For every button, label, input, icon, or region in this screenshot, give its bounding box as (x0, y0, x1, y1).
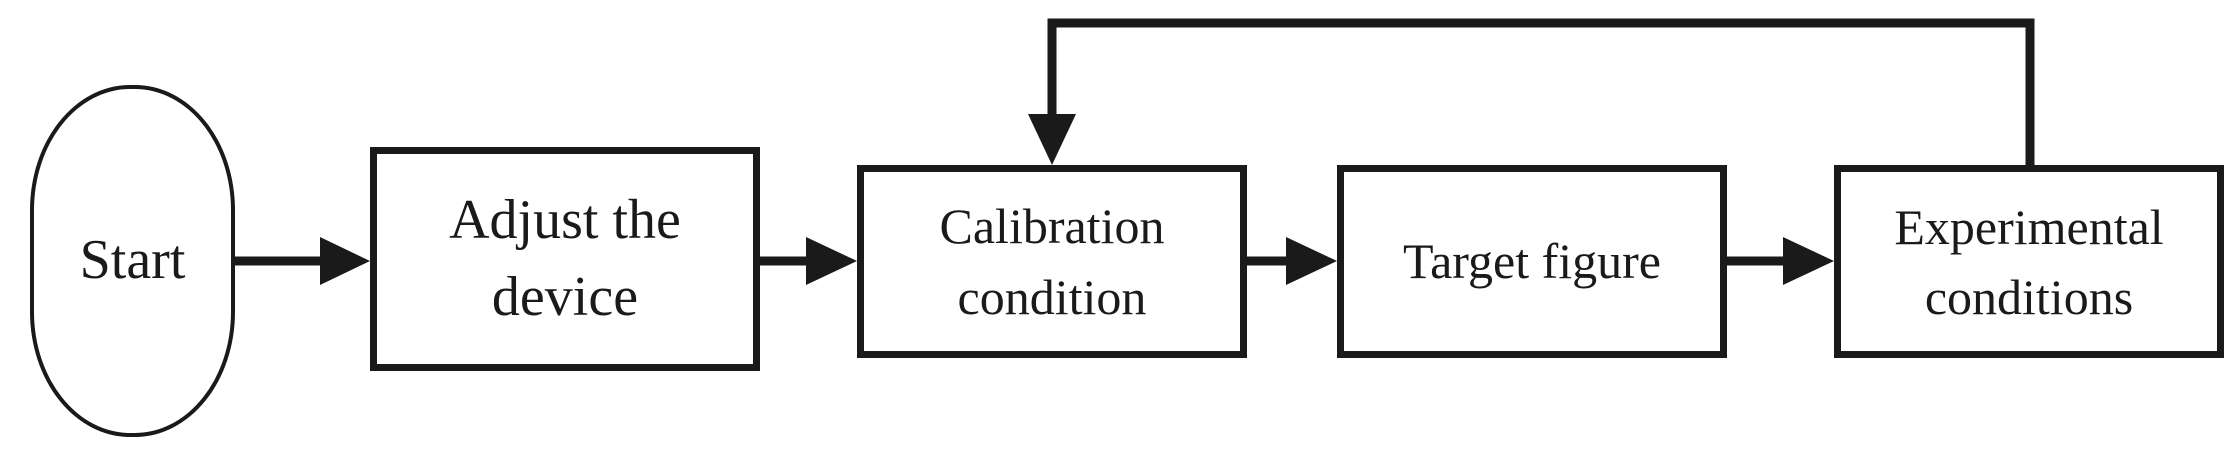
edge-start-to-adjust-arrowhead (320, 237, 370, 285)
node-calibration-condition: Calibration condition (857, 165, 1247, 358)
node-adjust-device: Adjust the device (370, 147, 760, 371)
edge-feedback-arrowhead (1028, 114, 1076, 165)
edge-calibration-to-target-arrowhead (1286, 237, 1337, 285)
edge-calibration-to-target (1247, 237, 1337, 285)
node-target-figure-label: Target figure (1403, 233, 1661, 289)
node-start: Start (30, 85, 235, 437)
edge-start-to-adjust (235, 237, 370, 285)
edge-feedback-line (1047, 18, 2035, 165)
edge-feedback-experimental-to-calibration (1028, 18, 2035, 165)
node-experimental-conditions: Experimental conditions (1834, 165, 2224, 358)
edge-target-to-experimental-arrowhead (1783, 237, 1834, 285)
node-calibration-condition-label: Calibration condition (939, 197, 1165, 325)
edge-adjust-to-calibration (760, 237, 857, 285)
node-adjust-device-label: Adjust the device (449, 188, 681, 328)
edge-target-to-experimental (1727, 237, 1834, 285)
node-target-figure: Target figure (1337, 165, 1727, 358)
node-experimental-conditions-label: Experimental conditions (1894, 198, 2164, 325)
node-start-label: Start (79, 229, 186, 292)
edge-adjust-to-calibration-arrowhead (806, 237, 857, 285)
